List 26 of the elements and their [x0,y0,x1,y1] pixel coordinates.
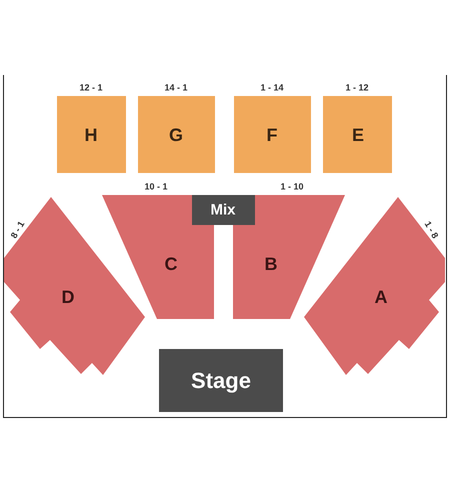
section-label: D [62,288,74,306]
section-label: A [374,288,388,306]
section-label: Mix [210,202,236,218]
seating-section [304,197,445,375]
section-label: H [84,126,98,144]
mix-booth [192,195,255,225]
section-label: C [164,255,178,273]
row-range-label: 1 - 8 [422,220,440,240]
section-label: Stage [191,370,251,392]
section-label: F [266,126,278,144]
seating-section [234,96,311,173]
section-label: G [169,126,183,144]
row-range-label: 1 - 10 [280,182,304,192]
seating-section [323,96,392,173]
seating-section [57,96,126,173]
row-range-label: 10 - 1 [144,182,168,192]
seating-section [138,96,215,173]
section-label: B [264,255,278,273]
row-range-label: 1 - 14 [260,84,284,92]
row-range-label: 14 - 1 [164,84,188,92]
row-range-label: 8 - 1 [10,220,26,240]
seating-section [4,197,145,375]
section-label: E [352,126,364,144]
row-range-label: 12 - 1 [80,84,102,92]
row-range-label: 1 - 12 [346,84,368,92]
stage-block [159,349,283,412]
